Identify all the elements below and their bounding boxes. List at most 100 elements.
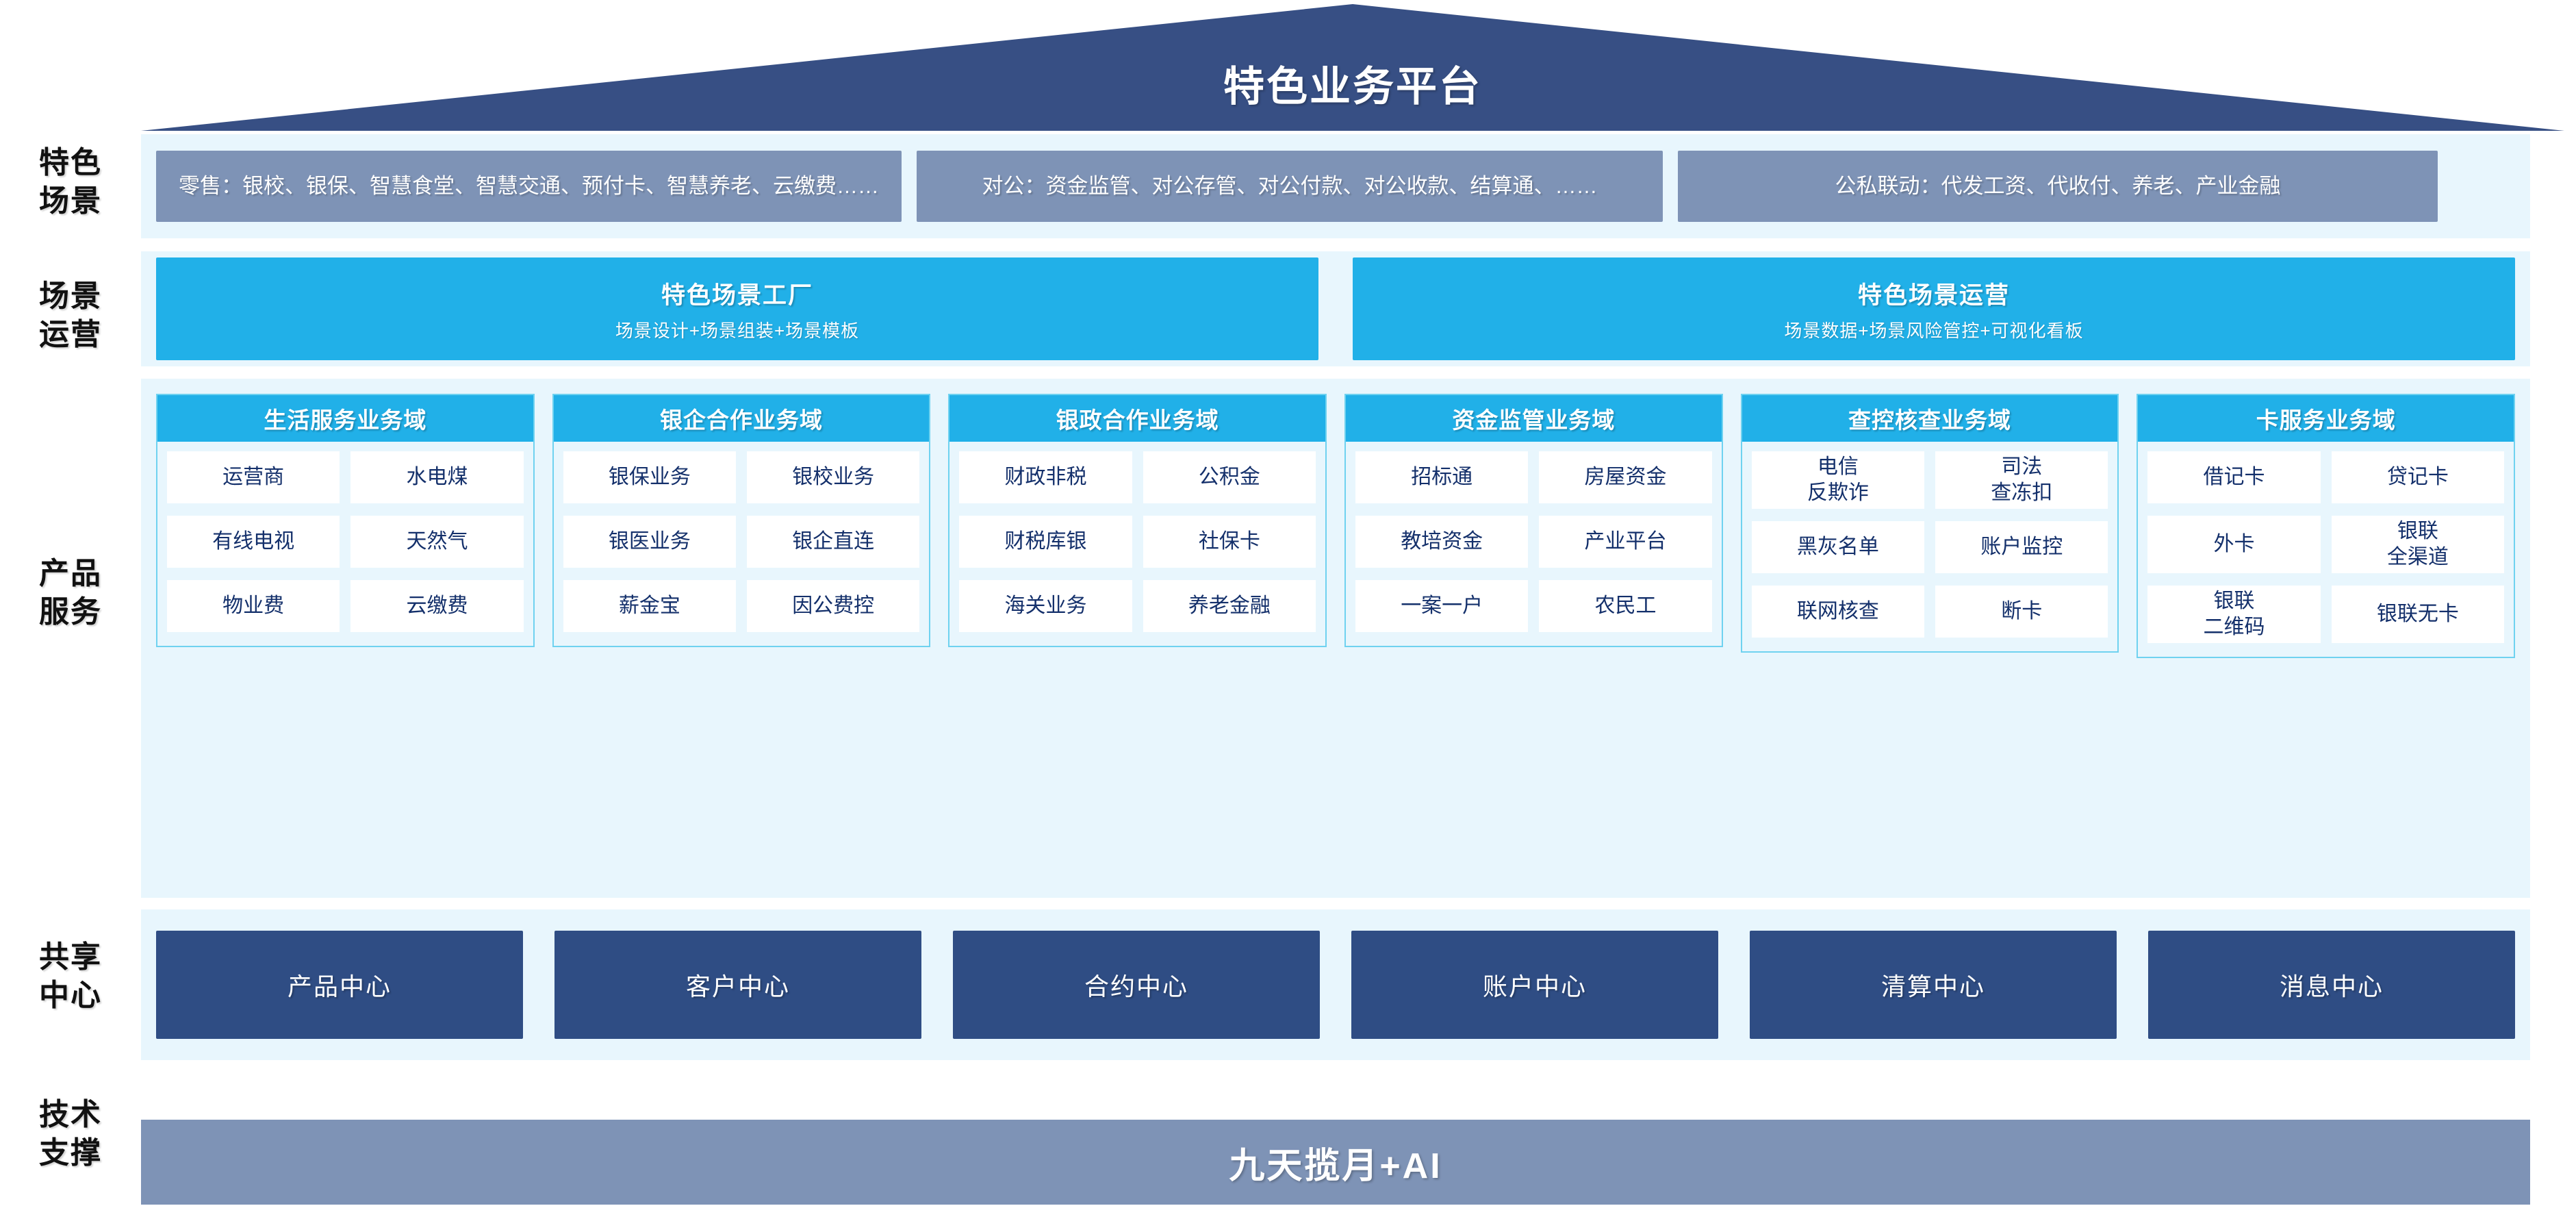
chip-row: 招标通 房屋资金 xyxy=(1355,451,1712,503)
chip[interactable]: 因公费控 xyxy=(747,580,920,632)
operation-box-operations[interactable]: 特色场景运营 场景数据+场景风险管控+可视化看板 xyxy=(1353,257,2515,360)
domain-title: 银政合作业务域 xyxy=(949,395,1326,442)
chip[interactable]: 房屋资金 xyxy=(1539,451,1712,503)
chip[interactable]: 电信 反欺诈 xyxy=(1751,451,1925,509)
chip[interactable]: 水电煤 xyxy=(350,451,524,503)
rail-label-operation: 场景 运营 xyxy=(0,277,141,354)
domain-body: 运营商 水电煤 有线电视 天然气 物业费 云缴费 xyxy=(157,442,533,646)
domain-body: 银保业务 银校业务 银医业务 银企直连 薪金宝 因公费控 xyxy=(554,442,930,646)
shared-center-customer[interactable]: 客户中心 xyxy=(554,931,921,1039)
domain-card-service[interactable]: 卡服务业务域 借记卡 贷记卡 外卡 银联 全渠道 银联 二维码 银联无卡 xyxy=(2137,394,2516,658)
chip[interactable]: 断卡 xyxy=(1935,586,2108,638)
shared-center-row: 产品中心 客户中心 合约中心 账户中心 清算中心 消息中心 xyxy=(141,909,2530,1060)
scene-row: 零售：银校、银保、智慧食堂、智慧交通、预付卡、智慧养老、云缴费…… 对公：资金监… xyxy=(141,134,2530,238)
page-title: 特色业务平台 xyxy=(1223,64,1482,110)
chip-row: 薪金宝 因公费控 xyxy=(563,580,920,632)
shared-center-message[interactable]: 消息中心 xyxy=(2148,931,2515,1039)
operation-band: 特色场景工厂 场景设计+场景组装+场景模板 特色场景运营 场景数据+场景风险管控… xyxy=(141,251,2530,366)
scene-band: 零售：银校、银保、智慧食堂、智慧交通、预付卡、智慧养老、云缴费…… 对公：资金监… xyxy=(141,134,2530,238)
chip[interactable]: 贷记卡 xyxy=(2331,451,2505,503)
chip[interactable]: 账户监控 xyxy=(1935,521,2108,573)
chip[interactable]: 财税库银 xyxy=(959,516,1132,568)
domain-title: 卡服务业务域 xyxy=(2138,395,2514,442)
chip[interactable]: 海关业务 xyxy=(959,580,1132,632)
chip[interactable]: 招标通 xyxy=(1355,451,1529,503)
chip-row: 联网核查 断卡 xyxy=(1751,586,2108,638)
rail-label-tech-line1: 技术 xyxy=(39,1098,102,1131)
chip[interactable]: 借记卡 xyxy=(2147,451,2321,503)
chip[interactable]: 养老金融 xyxy=(1143,580,1316,632)
chip[interactable]: 外卡 xyxy=(2147,516,2321,573)
shared-center-band: 产品中心 客户中心 合约中心 账户中心 清算中心 消息中心 xyxy=(141,909,2530,1060)
rail-label-product-line1: 产品 xyxy=(39,557,102,590)
rail-label-tech-line2: 支撑 xyxy=(39,1136,102,1170)
chip-row: 教培资金 产业平台 xyxy=(1355,516,1712,568)
chip[interactable]: 薪金宝 xyxy=(563,580,737,632)
chip[interactable]: 一案一户 xyxy=(1355,580,1529,632)
platform-roof: 特色业务平台 xyxy=(141,4,2564,131)
domain-investigation-control[interactable]: 查控核查业务域 电信 反欺诈 司法 查冻扣 黑灰名单 账户监控 联网核查 断卡 xyxy=(1740,394,2119,653)
chip-row: 黑灰名单 账户监控 xyxy=(1751,521,2108,573)
chip[interactable]: 银联 二维码 xyxy=(2147,586,2321,643)
domain-life-service[interactable]: 生活服务业务域 运营商 水电煤 有线电视 天然气 物业费 云缴费 xyxy=(156,394,535,647)
chip[interactable]: 云缴费 xyxy=(350,580,524,632)
chip-row: 银保业务 银校业务 xyxy=(563,451,920,503)
domain-bank-enterprise[interactable]: 银企合作业务域 银保业务 银校业务 银医业务 银企直连 薪金宝 因公费控 xyxy=(552,394,931,647)
shared-center-product[interactable]: 产品中心 xyxy=(156,931,523,1039)
chip-row: 一案一户 农民工 xyxy=(1355,580,1712,632)
rail-label-operation-line2: 运营 xyxy=(39,318,102,351)
rail-label-scene: 特色 场景 xyxy=(0,144,141,221)
rail-label-product: 产品 服务 xyxy=(0,555,141,631)
chip-row: 运营商 水电煤 xyxy=(167,451,524,503)
operation-box-factory[interactable]: 特色场景工厂 场景设计+场景组装+场景模板 xyxy=(156,257,1318,360)
domain-fund-supervision[interactable]: 资金监管业务域 招标通 房屋资金 教培资金 产业平台 一案一户 农民工 xyxy=(1344,394,1723,647)
chip[interactable]: 银企直连 xyxy=(747,516,920,568)
chip[interactable]: 银联 全渠道 xyxy=(2331,516,2505,573)
shared-center-account[interactable]: 账户中心 xyxy=(1351,931,1718,1039)
domain-title: 资金监管业务域 xyxy=(1346,395,1722,442)
chip-row: 财税库银 社保卡 xyxy=(959,516,1316,568)
scene-box-linkage[interactable]: 公私联动：代发工资、代收付、养老、产业金融 xyxy=(1678,151,2438,222)
operation-factory-subtitle: 场景设计+场景组装+场景模板 xyxy=(615,320,860,341)
left-rail: 特色 场景 场景 运营 产品 服务 共享 中心 技术 支撑 xyxy=(0,130,141,1226)
chip-row: 海关业务 养老金融 xyxy=(959,580,1316,632)
chip[interactable]: 教培资金 xyxy=(1355,516,1529,568)
chip[interactable]: 银联无卡 xyxy=(2331,586,2505,643)
product-band: 生活服务业务域 运营商 水电煤 有线电视 天然气 物业费 云缴费 xyxy=(141,379,2530,898)
chip[interactable]: 农民工 xyxy=(1539,580,1712,632)
rail-label-operation-line1: 场景 xyxy=(39,279,102,313)
scene-box-corporate[interactable]: 对公：资金监管、对公存管、对公付款、对公收款、结算通、…… xyxy=(917,151,1663,222)
chip[interactable]: 有线电视 xyxy=(167,516,340,568)
chip-row: 电信 反欺诈 司法 查冻扣 xyxy=(1751,451,2108,509)
operation-operations-subtitle: 场景数据+场景风险管控+可视化看板 xyxy=(1784,320,2084,341)
shared-center-settlement[interactable]: 清算中心 xyxy=(1750,931,2117,1039)
domain-title: 生活服务业务域 xyxy=(157,395,533,442)
chip[interactable]: 联网核查 xyxy=(1751,586,1925,638)
chip[interactable]: 公积金 xyxy=(1143,451,1316,503)
tech-support-bar[interactable]: 九天揽月+AI xyxy=(141,1120,2530,1205)
domain-bank-government[interactable]: 银政合作业务域 财政非税 公积金 财税库银 社保卡 海关业务 养老金融 xyxy=(948,394,1327,647)
chip[interactable]: 物业费 xyxy=(167,580,340,632)
chip-row: 银医业务 银企直连 xyxy=(563,516,920,568)
chip[interactable]: 社保卡 xyxy=(1143,516,1316,568)
rail-label-product-line2: 服务 xyxy=(39,595,102,629)
chip-row: 物业费 云缴费 xyxy=(167,580,524,632)
chip-row: 财政非税 公积金 xyxy=(959,451,1316,503)
rail-label-scene-line2: 场景 xyxy=(39,184,102,218)
chip[interactable]: 司法 查冻扣 xyxy=(1935,451,2108,509)
domain-body: 招标通 房屋资金 教培资金 产业平台 一案一户 农民工 xyxy=(1346,442,1722,646)
scene-box-retail[interactable]: 零售：银校、银保、智慧食堂、智慧交通、预付卡、智慧养老、云缴费…… xyxy=(156,151,902,222)
rail-label-shared-line2: 中心 xyxy=(39,979,102,1012)
chip[interactable]: 运营商 xyxy=(167,451,340,503)
chip[interactable]: 财政非税 xyxy=(959,451,1132,503)
chip[interactable]: 银医业务 xyxy=(563,516,737,568)
operation-operations-title: 特色场景运营 xyxy=(1857,281,2010,309)
chip[interactable]: 黑灰名单 xyxy=(1751,521,1925,573)
shared-center-contract[interactable]: 合约中心 xyxy=(953,931,1320,1039)
rail-label-shared: 共享 中心 xyxy=(0,938,141,1015)
chip[interactable]: 天然气 xyxy=(350,516,524,568)
chip[interactable]: 银校业务 xyxy=(747,451,920,503)
chip[interactable]: 产业平台 xyxy=(1539,516,1712,568)
chip[interactable]: 银保业务 xyxy=(563,451,737,503)
